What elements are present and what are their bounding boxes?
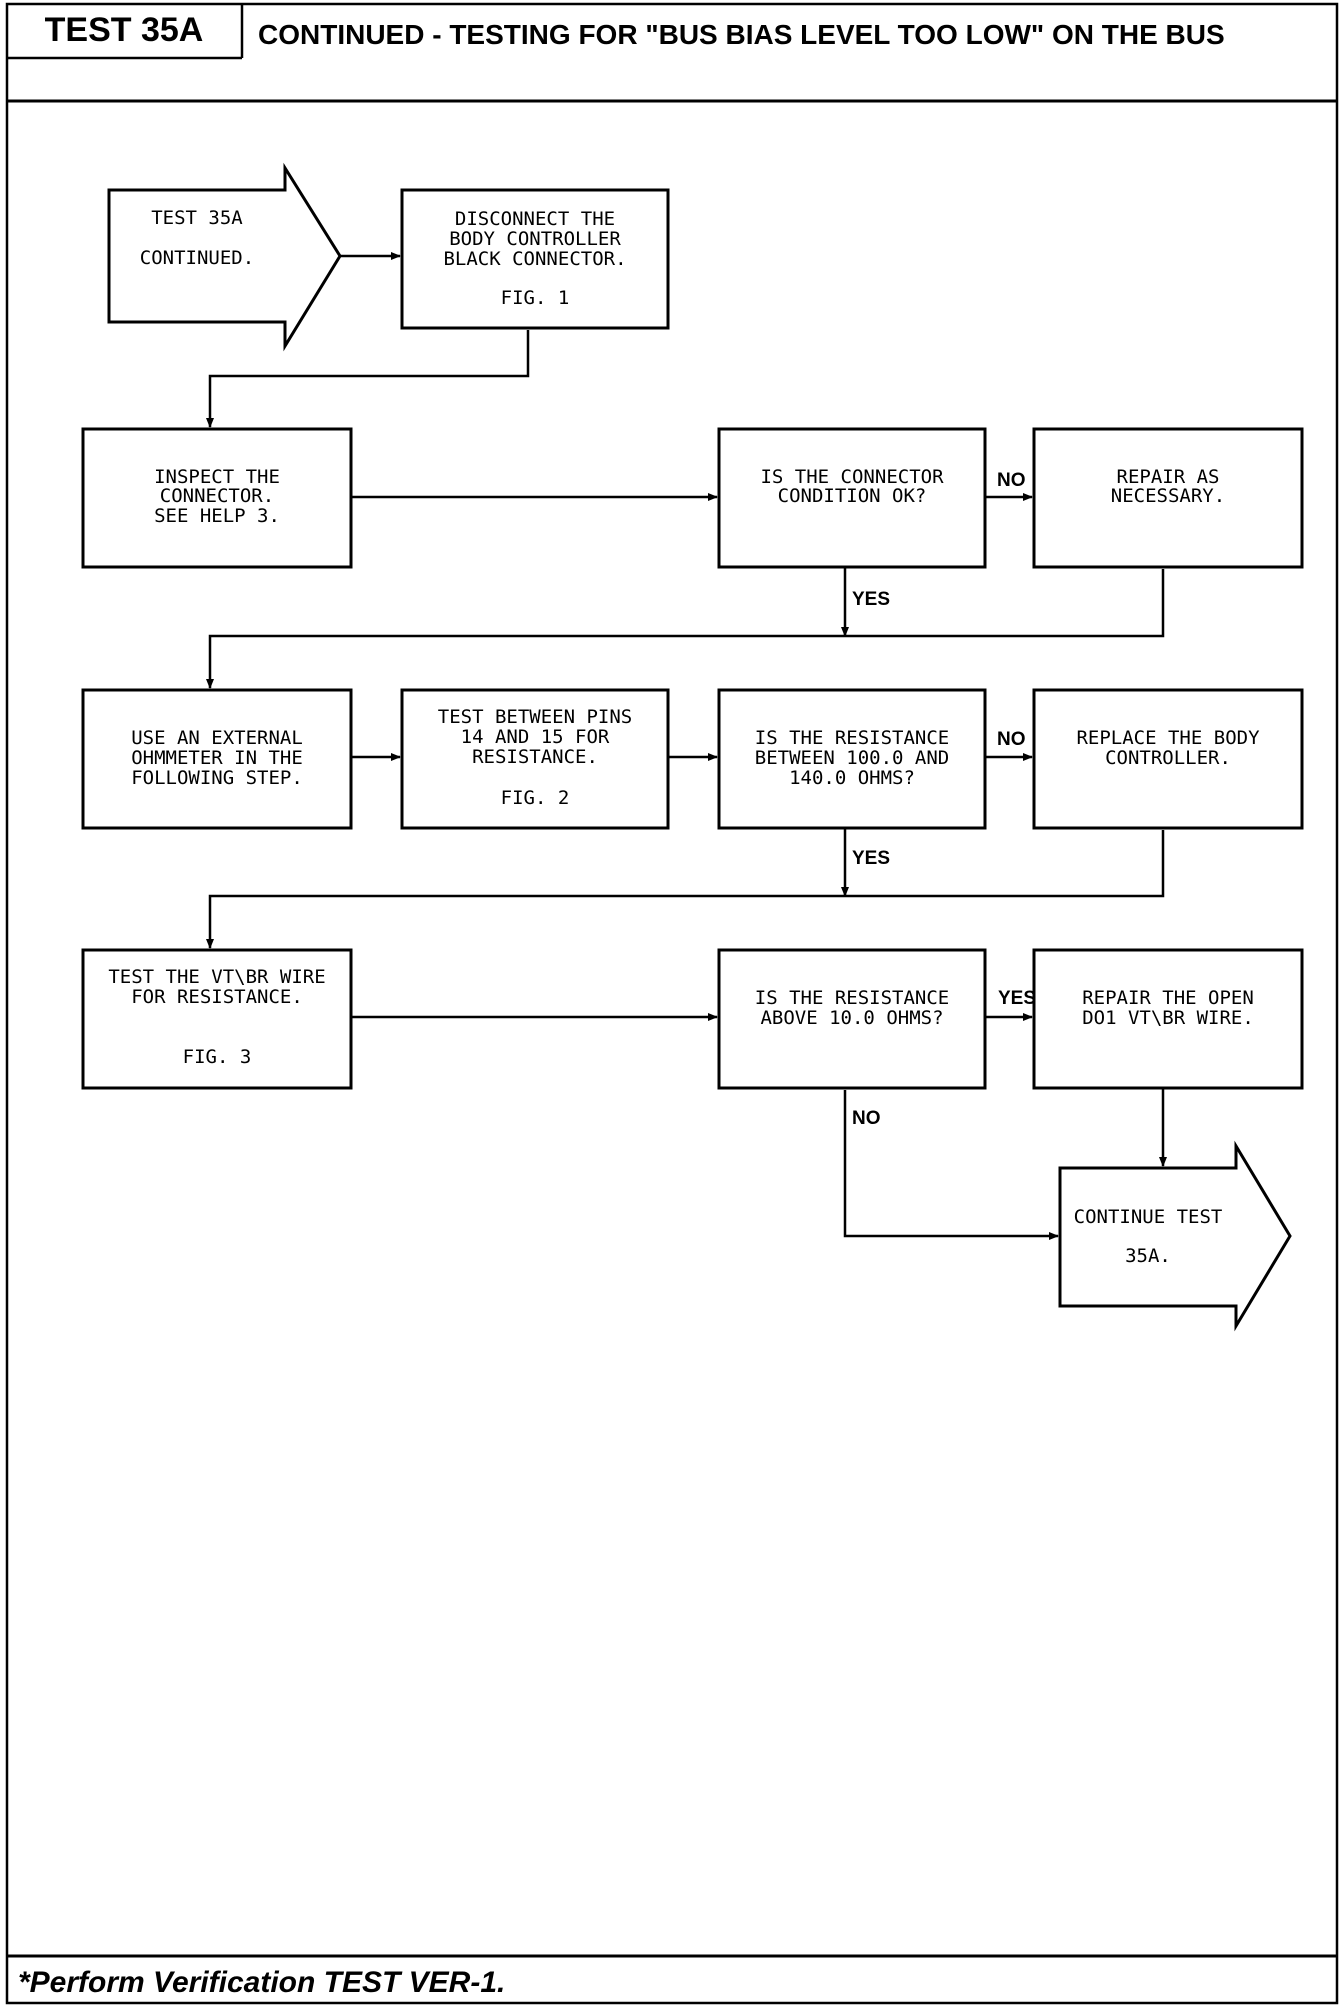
arrow-above-no <box>843 1090 1059 1240</box>
test-id: TEST 35A <box>45 11 204 49</box>
inspect-line-3: SEE HELP 3. <box>154 505 280 527</box>
label-range-yes: YES <box>852 848 890 869</box>
start-line-1: TEST 35A <box>151 207 243 229</box>
arrow-merge-to-test-wire <box>206 830 1165 949</box>
inspect-line-2: CONNECTOR. <box>160 485 274 507</box>
replace-controller-line-2: CONTROLLER. <box>1105 747 1231 769</box>
test-wire-box <box>81 948 353 1090</box>
ohmmeter-line-1: USE AN EXTERNAL <box>131 727 303 749</box>
inspect-line-1: INSPECT THE <box>154 466 280 488</box>
resistance-above-decision: IS THE RESISTANCE ABOVE 10.0 OHMS? <box>717 948 987 1090</box>
test-pins-step: TEST BETWEEN PINS 14 AND 15 FOR RESISTAN… <box>400 688 670 830</box>
repair-line-1: REPAIR AS <box>1117 466 1220 488</box>
inspect-step: INSPECT THE CONNECTOR. SEE HELP 3. <box>81 427 353 569</box>
resistance-range-line-2: BETWEEN 100.0 AND <box>755 747 949 769</box>
ohmmeter-line-3: FOLLOWING STEP. <box>131 767 303 789</box>
connector-ok-decision: IS THE CONNECTOR CONDITION OK? <box>717 427 987 569</box>
ohmmeter-line-2: OHMMETER IN THE <box>131 747 303 769</box>
test-pins-line-3: RESISTANCE. <box>472 746 598 768</box>
continue-arrow-shape <box>1058 1140 1292 1332</box>
label-connector-no: NO <box>997 470 1026 491</box>
resistance-range-line-1: IS THE RESISTANCE <box>755 727 949 749</box>
resistance-above-line-1: IS THE RESISTANCE <box>755 987 949 1009</box>
label-connector-yes: YES <box>852 589 890 610</box>
arrow-merge-to-ohmmeter <box>206 569 1165 689</box>
test-pins-line-2: 14 AND 15 FOR <box>461 726 610 748</box>
footer-note: *Perform Verification TEST VER-1. <box>18 1966 505 1999</box>
disconnect-step: DISCONNECT THE BODY CONTROLLER BLACK CON… <box>400 188 670 330</box>
repair-open-line-1: REPAIR THE OPEN <box>1082 987 1254 1009</box>
repair-open-step: REPAIR THE OPEN DO1 VT\BR WIRE. <box>1032 948 1304 1090</box>
connector-ok-line-2: CONDITION OK? <box>778 485 927 507</box>
ohmmeter-step: USE AN EXTERNAL OHMMETER IN THE FOLLOWIN… <box>81 688 353 830</box>
page-border <box>5 2 1339 2005</box>
disconnect-box <box>400 188 670 330</box>
resistance-above-box <box>717 948 987 1090</box>
label-above-no: NO <box>852 1108 881 1129</box>
continue-line-1: CONTINUE TEST <box>1074 1206 1223 1228</box>
label-above-yes: YES <box>998 988 1036 1009</box>
replace-controller-step: REPLACE THE BODY CONTROLLER. <box>1032 688 1304 830</box>
test-wire-line-1: TEST THE VT\BR WIRE <box>108 966 325 988</box>
test-pins-line-4: FIG. 2 <box>501 787 570 809</box>
resistance-range-decision: IS THE RESISTANCE BETWEEN 100.0 AND 140.… <box>717 688 987 830</box>
start-arrow-shape <box>107 162 342 352</box>
repair-open-line-2: DO1 VT\BR WIRE. <box>1082 1007 1254 1029</box>
test-wire-line-3: FIG. 3 <box>183 1046 252 1068</box>
inspect-box <box>81 427 353 569</box>
repair-step: REPAIR AS NECESSARY. <box>1032 427 1304 569</box>
disconnect-line-2: BODY CONTROLLER <box>449 228 621 250</box>
ohmmeter-box <box>81 688 353 830</box>
start-node: TEST 35A CONTINUED. <box>107 162 342 352</box>
test-pins-line-1: TEST BETWEEN PINS <box>438 706 632 728</box>
repair-open-box <box>1032 948 1304 1090</box>
test-wire-line-2: FOR RESISTANCE. <box>131 986 303 1008</box>
connector-ok-line-1: IS THE CONNECTOR <box>760 466 944 488</box>
page-title: CONTINUED - TESTING FOR "BUS BIAS LEVEL … <box>258 19 1225 50</box>
repair-line-2: NECESSARY. <box>1111 485 1225 507</box>
test-pins-box <box>400 688 670 830</box>
arrow-disconnect-to-inspect <box>206 330 530 428</box>
repair-box <box>1032 427 1304 569</box>
replace-controller-line-1: REPLACE THE BODY <box>1076 727 1260 749</box>
start-line-2: CONTINUED. <box>140 247 254 269</box>
disconnect-line-3: BLACK CONNECTOR. <box>443 248 626 270</box>
continue-line-2: 35A. <box>1125 1245 1171 1267</box>
resistance-range-box <box>717 688 987 830</box>
label-range-no: NO <box>997 729 1026 750</box>
resistance-above-line-2: ABOVE 10.0 OHMS? <box>760 1007 943 1029</box>
replace-controller-box <box>1032 688 1304 830</box>
disconnect-line-4: FIG. 1 <box>501 287 570 309</box>
test-wire-step: TEST THE VT\BR WIRE FOR RESISTANCE. FIG.… <box>81 948 353 1090</box>
resistance-range-line-3: 140.0 OHMS? <box>789 767 915 789</box>
continue-node: CONTINUE TEST 35A. <box>1058 1140 1292 1332</box>
disconnect-line-1: DISCONNECT THE <box>455 208 615 230</box>
